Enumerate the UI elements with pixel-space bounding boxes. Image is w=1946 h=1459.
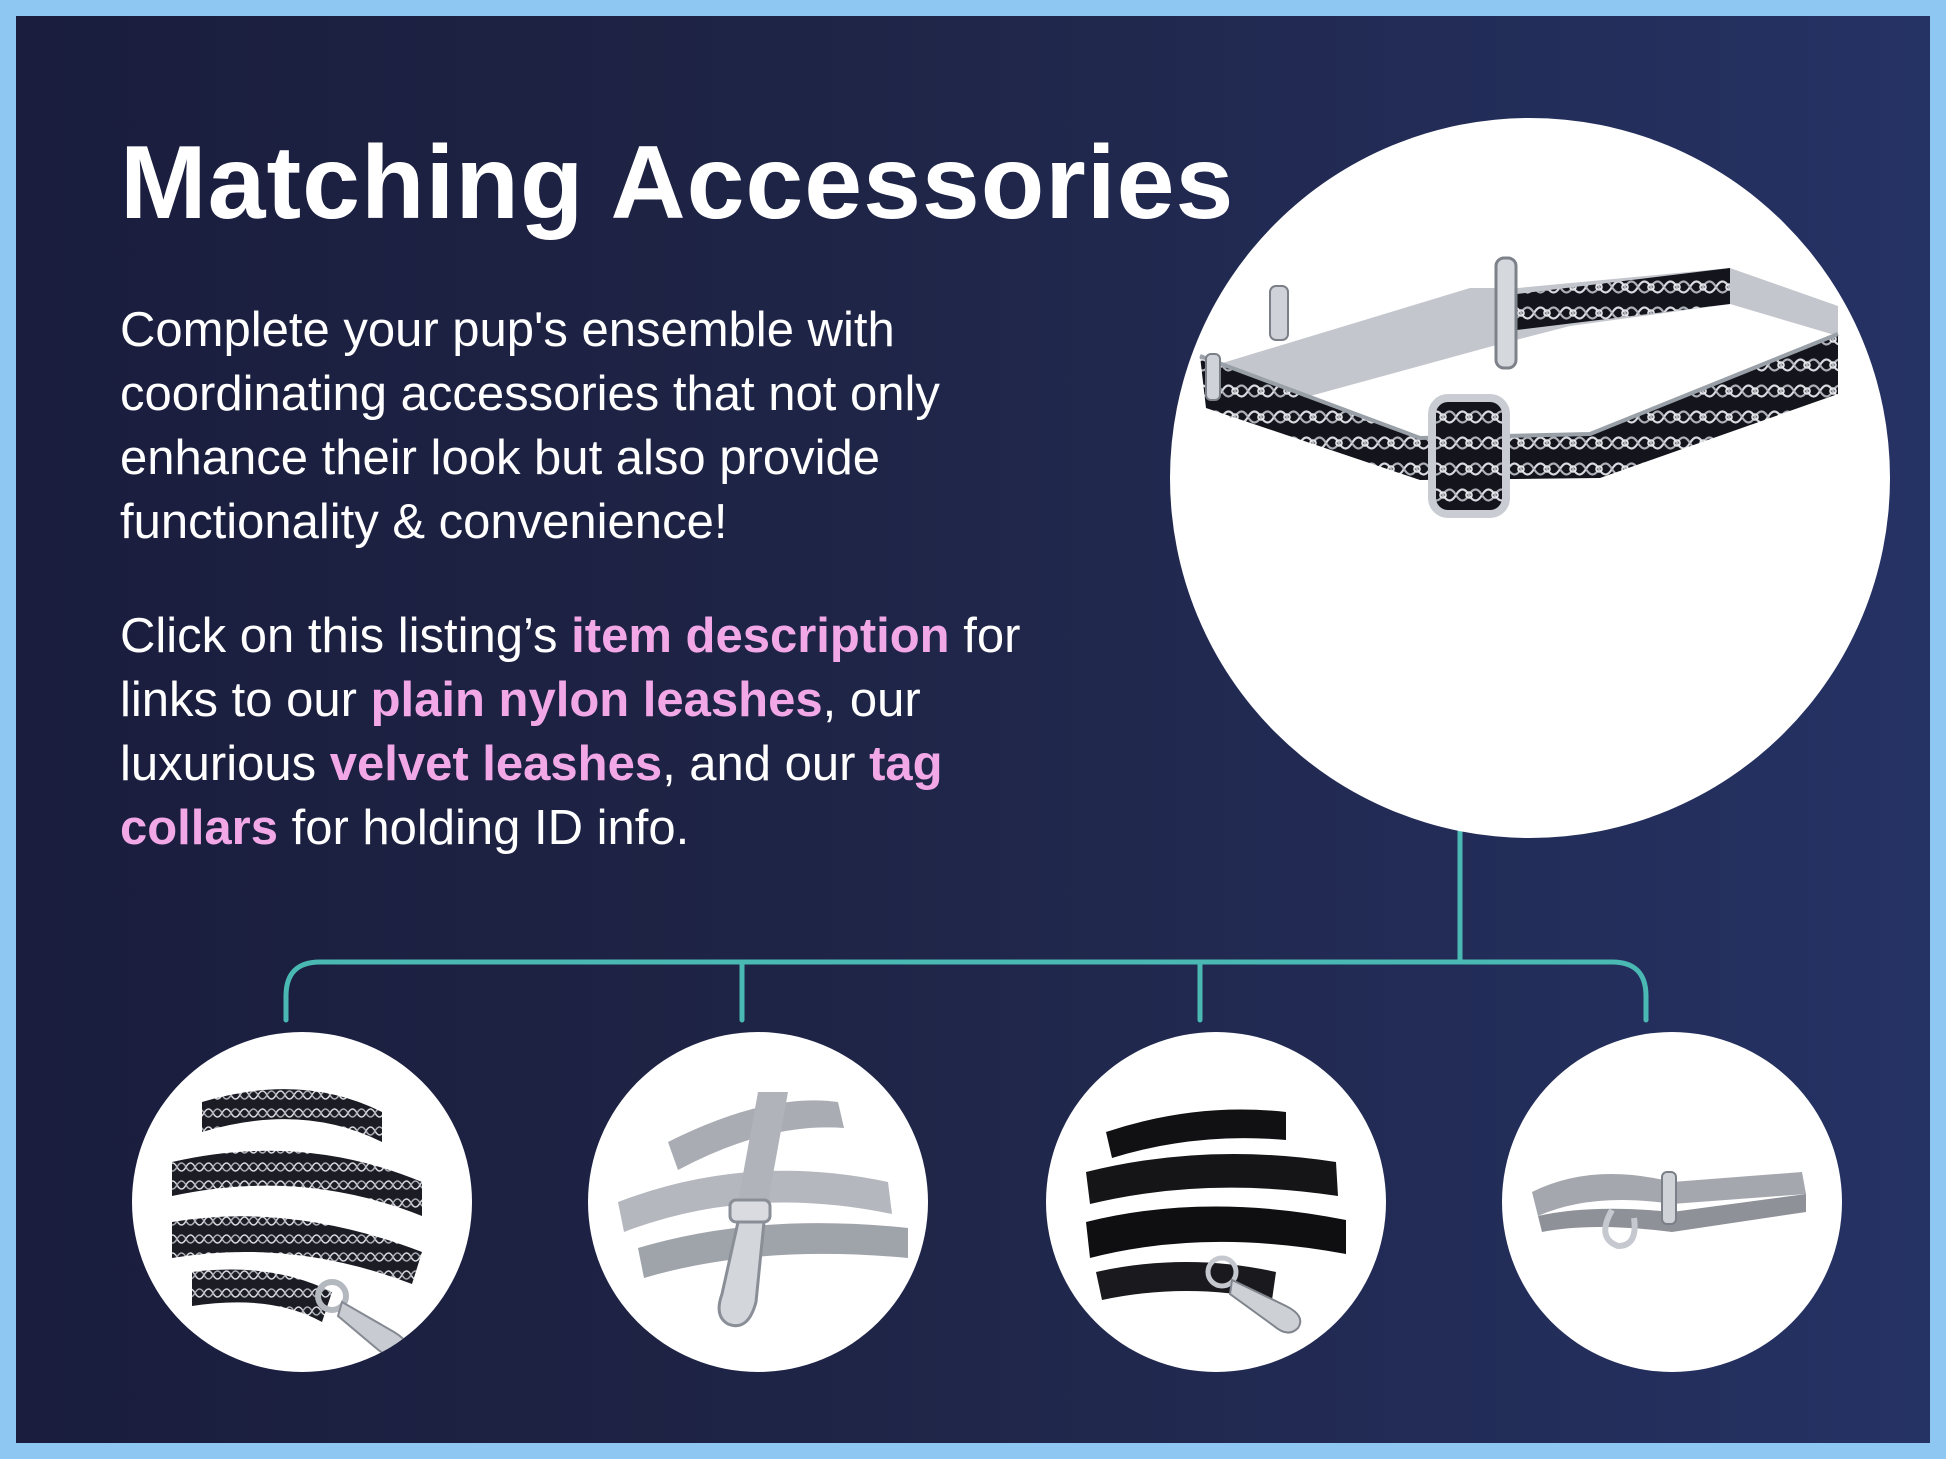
tag-collar-icon xyxy=(1532,1171,1806,1250)
main-product-circle xyxy=(1170,118,1890,838)
product-circle-velvet-leash[interactable] xyxy=(1046,1032,1386,1372)
intro-line: Complete your pup's ensemble with xyxy=(120,303,895,357)
details-text: for links to our xyxy=(120,609,1021,727)
item-description-link[interactable]: item description xyxy=(571,609,950,663)
plain-nylon-leashes-link[interactable]: plain nylon leashes xyxy=(370,673,823,727)
intro-paragraph: Complete your pup's ensemble with coordi… xyxy=(120,298,1050,554)
banner-frame: Matching Accessories Complete your pup's… xyxy=(16,16,1930,1443)
product-circle-plain-nylon-leash[interactable] xyxy=(588,1032,928,1372)
celtic-knot-leash-icon xyxy=(172,1089,422,1358)
product-circle-celtic-leash[interactable] xyxy=(132,1032,472,1372)
connector-branch xyxy=(283,959,1649,1023)
details-text: for holding ID info. xyxy=(277,801,690,855)
page-title: Matching Accessories xyxy=(120,125,1235,241)
details-paragraph: Click on this listing’s item description… xyxy=(120,604,1050,860)
velvet-leashes-link[interactable]: velvet leashes xyxy=(329,737,663,791)
intro-line: functionality & convenience! xyxy=(120,495,728,549)
plain-nylon-leash-icon xyxy=(618,1092,908,1328)
velvet-leash-icon xyxy=(1086,1109,1346,1334)
details-text: , and our xyxy=(662,737,870,791)
details-text: Click on this listing’s xyxy=(120,609,572,663)
product-circle-tag-collar[interactable] xyxy=(1502,1032,1842,1372)
tag-collars-link[interactable]: tag collars xyxy=(120,737,943,855)
details-text: , our luxurious xyxy=(120,673,921,791)
intro-line: enhance their look but also provide xyxy=(120,431,881,485)
intro-line: coordinating accessories that not only xyxy=(120,367,940,421)
celtic-knot-martingale-collar-icon xyxy=(1199,256,1839,518)
